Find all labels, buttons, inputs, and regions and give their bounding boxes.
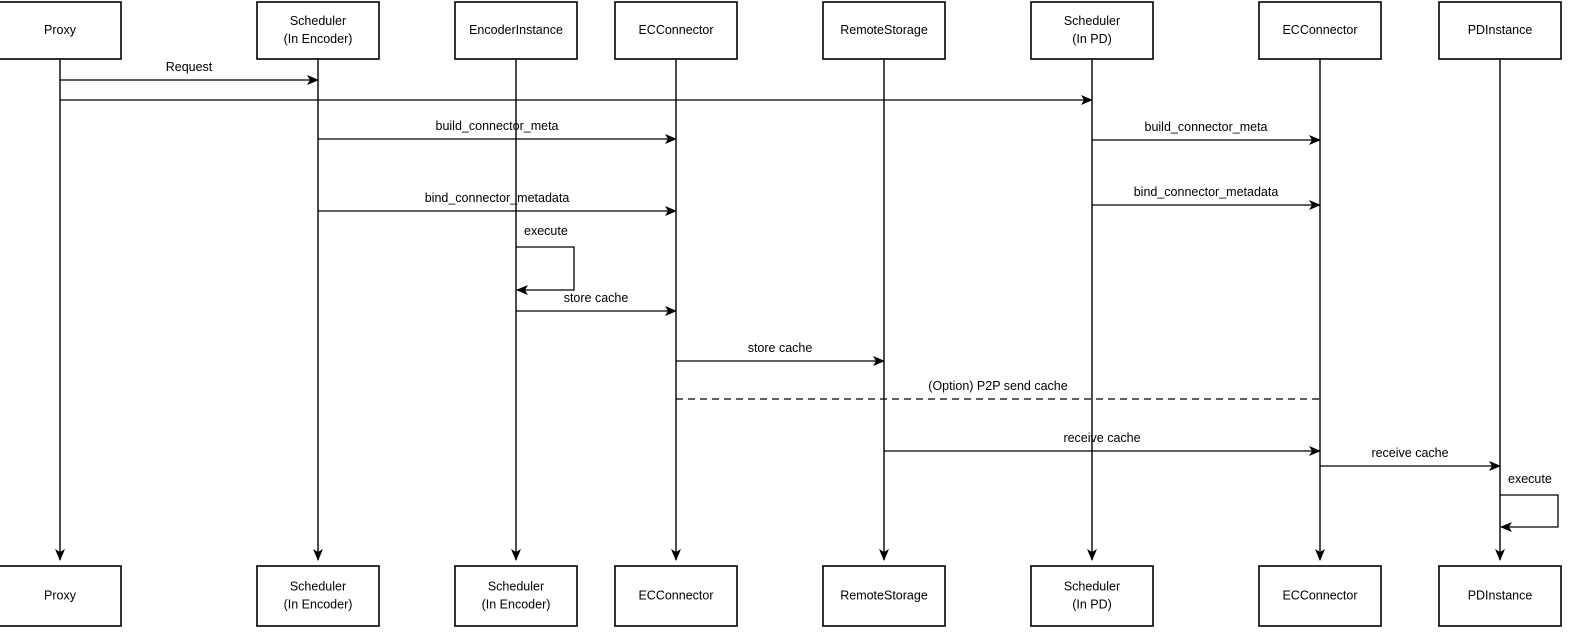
message-label: store cache [564,291,629,305]
participant-box-rect [256,565,380,627]
top-participant-boxes: Proxy Scheduler (In Encoder) EncoderInstanc… [0,1,1562,60]
participant-label-line2: (In Encoder) [284,597,353,611]
participant-box-rect [0,565,122,627]
participant-label-line1: PDInstance [1468,23,1533,37]
participant-label-line1: Scheduler [1064,579,1120,593]
message-label: store cache [748,341,813,355]
participant-label-line1: Scheduler [290,579,346,593]
message-m6[interactable]: bind_connector_metadata [1092,185,1321,210]
participant-box-bottom-proxy[interactable]: Proxy [0,565,122,627]
self-message-label: execute [524,224,568,238]
participant-label-line1: RemoteStorage [840,588,928,602]
participant-label-line2: (In Encoder) [284,32,353,46]
self-message-label: execute [1508,472,1552,486]
participant-label-line1: PDInstance [1468,588,1533,602]
participant-label-line2: (In PD) [1072,597,1112,611]
message-label: bind_connector_metadata [1134,185,1279,199]
message-label: bind_connector_metadata [425,191,570,205]
message-label: receive cache [1371,446,1448,460]
participant-box-bottom-remotestorage[interactable]: RemoteStorage [822,565,946,627]
participant-box-rect [0,1,122,60]
self-messages-layer: execute execute [516,224,1559,532]
message-m9[interactable]: (Option) P2P send cache [676,379,1320,400]
participant-box-top-pdinstance[interactable]: PDInstance [1438,1,1562,60]
participant-box-rect [1030,1,1154,60]
message-label: Request [166,60,213,74]
participant-box-bottom-pdinstance[interactable]: PDInstance [1438,565,1562,627]
message-m3[interactable]: build_connector_meta [318,119,677,144]
participant-box-rect [454,1,578,60]
message-m7[interactable]: store cache [516,291,677,316]
participant-box-rect [1438,565,1562,627]
participant-box-rect [1258,565,1382,627]
lifelines-layer [55,59,1505,561]
participant-label-line1: Scheduler [488,579,544,593]
participant-box-rect [1258,1,1382,60]
message-label: build_connector_meta [436,119,559,133]
participant-label-line2: (In PD) [1072,32,1112,46]
participant-box-top-proxy[interactable]: Proxy [0,1,122,60]
message-label: receive cache [1063,431,1140,445]
participant-box-top-ecconnector-e[interactable]: ECConnector [614,1,738,60]
self-message-s1[interactable]: execute [516,224,575,295]
participant-box-top-sched-pd[interactable]: Scheduler (In PD) [1030,1,1154,60]
participant-box-bottom-sched-encoder[interactable]: Scheduler (In Encoder) [256,565,380,627]
message-label: (Option) P2P send cache [928,379,1067,393]
bottom-participant-boxes: Proxy Scheduler (In Encoder) Scheduler (In E… [0,565,1562,627]
participant-box-bottom-sched-pd[interactable]: Scheduler (In PD) [1030,565,1154,627]
participant-box-top-encoder-inst[interactable]: EncoderInstance [454,1,578,60]
message-m10[interactable]: receive cache [884,431,1321,456]
participant-box-rect [822,1,946,60]
participant-box-rect [614,565,738,627]
self-message-s2[interactable]: execute [1500,472,1559,532]
participant-label-line1: Proxy [44,588,77,602]
message-m1[interactable]: Request [60,60,319,85]
participant-label-line1: ECConnector [1282,23,1357,37]
participant-label-line1: ECConnector [638,23,713,37]
participant-box-top-ecconnector-p[interactable]: ECConnector [1258,1,1382,60]
participant-label-line1: Scheduler [290,14,346,28]
participant-box-bottom-ecconnector-e[interactable]: ECConnector [614,565,738,627]
participant-box-rect [454,565,578,627]
participant-box-top-sched-encoder[interactable]: Scheduler (In Encoder) [256,1,380,60]
participant-label-line1: ECConnector [638,588,713,602]
self-message-path [1500,494,1559,532]
participant-box-rect [256,1,380,60]
message-m5[interactable]: bind_connector_metadata [318,191,677,216]
message-label: build_connector_meta [1145,120,1268,134]
self-message-path [516,246,575,295]
participant-label-line1: RemoteStorage [840,23,928,37]
messages-layer: Request build_connector_meta build_connect… [60,60,1501,471]
participant-box-rect [822,565,946,627]
participant-box-bottom-encoder-inst[interactable]: Scheduler (In Encoder) [454,565,578,627]
participant-label-line1: Proxy [44,23,77,37]
message-m11[interactable]: receive cache [1320,446,1501,471]
participant-box-rect [614,1,738,60]
participant-box-rect [1030,565,1154,627]
participant-box-rect [1438,1,1562,60]
participant-label-line2: (In Encoder) [482,597,551,611]
participant-label-line1: Scheduler [1064,14,1120,28]
participant-box-top-remotestorage[interactable]: RemoteStorage [822,1,946,60]
participant-label-line1: EncoderInstance [469,23,563,37]
participant-box-bottom-ecconnector-p[interactable]: ECConnector [1258,565,1382,627]
message-m4[interactable]: build_connector_meta [1092,120,1321,145]
participant-label-line1: ECConnector [1282,588,1357,602]
message-m8[interactable]: store cache [676,341,885,366]
